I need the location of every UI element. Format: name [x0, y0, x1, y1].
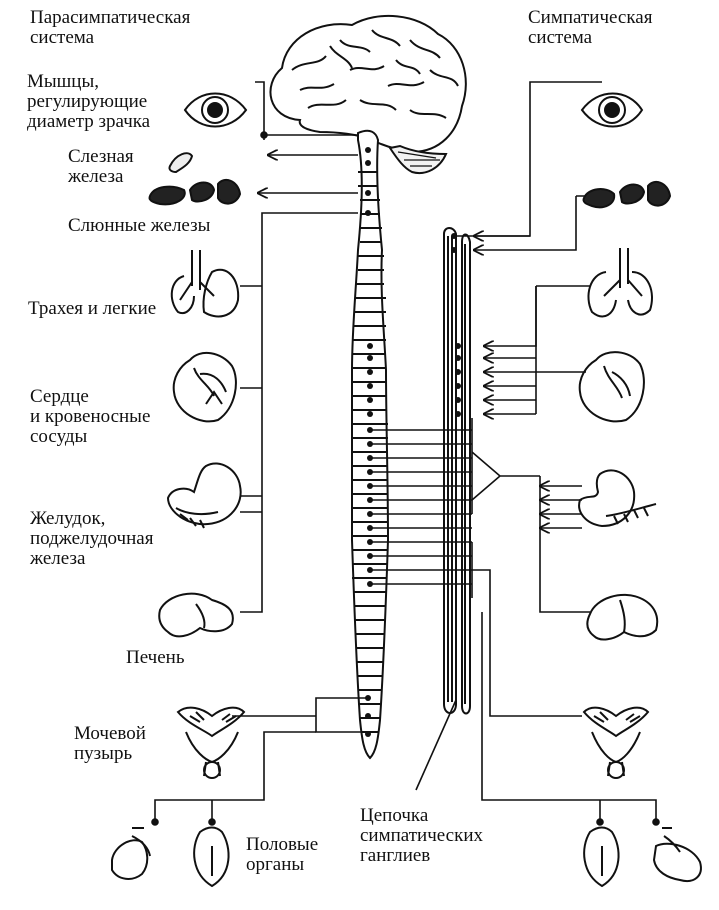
- sympathetic-title-line1: Симпатическая: [528, 7, 653, 28]
- genitals-icon-right: [583, 826, 702, 888]
- stomach-line3: железа: [30, 548, 86, 569]
- lacrimal-line2: железа: [68, 166, 124, 187]
- stomach-line2: поджелудочная: [30, 528, 154, 549]
- heart-icon-left: [172, 351, 237, 423]
- lacrimal-line1: Слезная: [68, 146, 134, 167]
- lacrimal-gland-icon: [168, 152, 194, 174]
- bladder-icon-left: [176, 706, 246, 779]
- ganglia-chain-label: Цепочка симпатических ганглиев: [360, 806, 483, 866]
- sympathetic-title: Симпатическая система: [528, 8, 652, 48]
- heart-line3: сосуды: [30, 426, 88, 447]
- liver-icon-right: [586, 593, 659, 641]
- stomach-line1: Желудок,: [30, 508, 106, 529]
- salivary-glands-icon-right: [582, 180, 672, 209]
- trachea-lungs-label: Трахея и легкие: [28, 298, 157, 319]
- stomach-icon-left: [166, 462, 242, 529]
- parasympathetic-title: Парасимпатическая система: [30, 8, 190, 48]
- genitals-label: Половые органы: [246, 835, 318, 875]
- ganglia-line2: симпатических: [360, 825, 483, 846]
- sympathetic-title-line2: система: [528, 27, 593, 48]
- heart-line2: и кровеносные: [30, 406, 151, 427]
- pupil-muscles-label: Мышцы, регулирующие диаметр зрачка: [27, 72, 150, 132]
- sympathetic-ganglion-chain: [443, 227, 471, 715]
- eye-icon-right: [580, 92, 644, 128]
- liver-icon-left: [158, 592, 234, 638]
- sympathetic-pathways: [370, 81, 660, 826]
- genitals-line2: органы: [246, 854, 305, 875]
- pupil-muscles-line3: диаметр зрачка: [27, 111, 151, 132]
- trachea-lungs-icon-right: [587, 248, 653, 318]
- ganglia-line1: Цепочка: [360, 805, 429, 826]
- parasympathetic-title-line2: система: [30, 27, 95, 48]
- eye-icon-left: [183, 92, 248, 128]
- salivary-glands-label: Слюнные железы: [68, 215, 211, 236]
- genitals-icon-left: [111, 826, 230, 888]
- genitals-line1: Половые: [246, 834, 319, 855]
- liver-label: Печень: [126, 647, 185, 668]
- parasympathetic-title-line1: Парасимпатическая: [30, 7, 191, 28]
- stomach-icon-right: [578, 469, 657, 528]
- bladder-line1: Мочевой: [74, 723, 146, 744]
- trachea-lungs-icon-left: [170, 250, 240, 318]
- bladder-line2: пузырь: [74, 743, 133, 764]
- pupil-muscles-line1: Мышцы,: [27, 71, 99, 92]
- heart-line1: Сердце: [30, 386, 89, 407]
- bladder-label: Мочевой пузырь: [74, 724, 146, 764]
- brain-icon: [269, 14, 467, 174]
- parasympathetic-pathways: [151, 81, 368, 826]
- ganglia-line3: ганглиев: [360, 845, 431, 866]
- heart-vessels-label: Сердце и кровеносные сосуды: [30, 387, 150, 447]
- bladder-icon-right: [582, 706, 650, 779]
- salivary-glands-icon-left: [148, 178, 242, 206]
- stomach-pancreas-label: Желудок, поджелудочная железа: [30, 509, 153, 569]
- heart-icon-right: [578, 351, 645, 423]
- pupil-muscles-line2: регулирующие: [27, 91, 148, 112]
- lacrimal-gland-label: Слезная железа: [68, 147, 134, 187]
